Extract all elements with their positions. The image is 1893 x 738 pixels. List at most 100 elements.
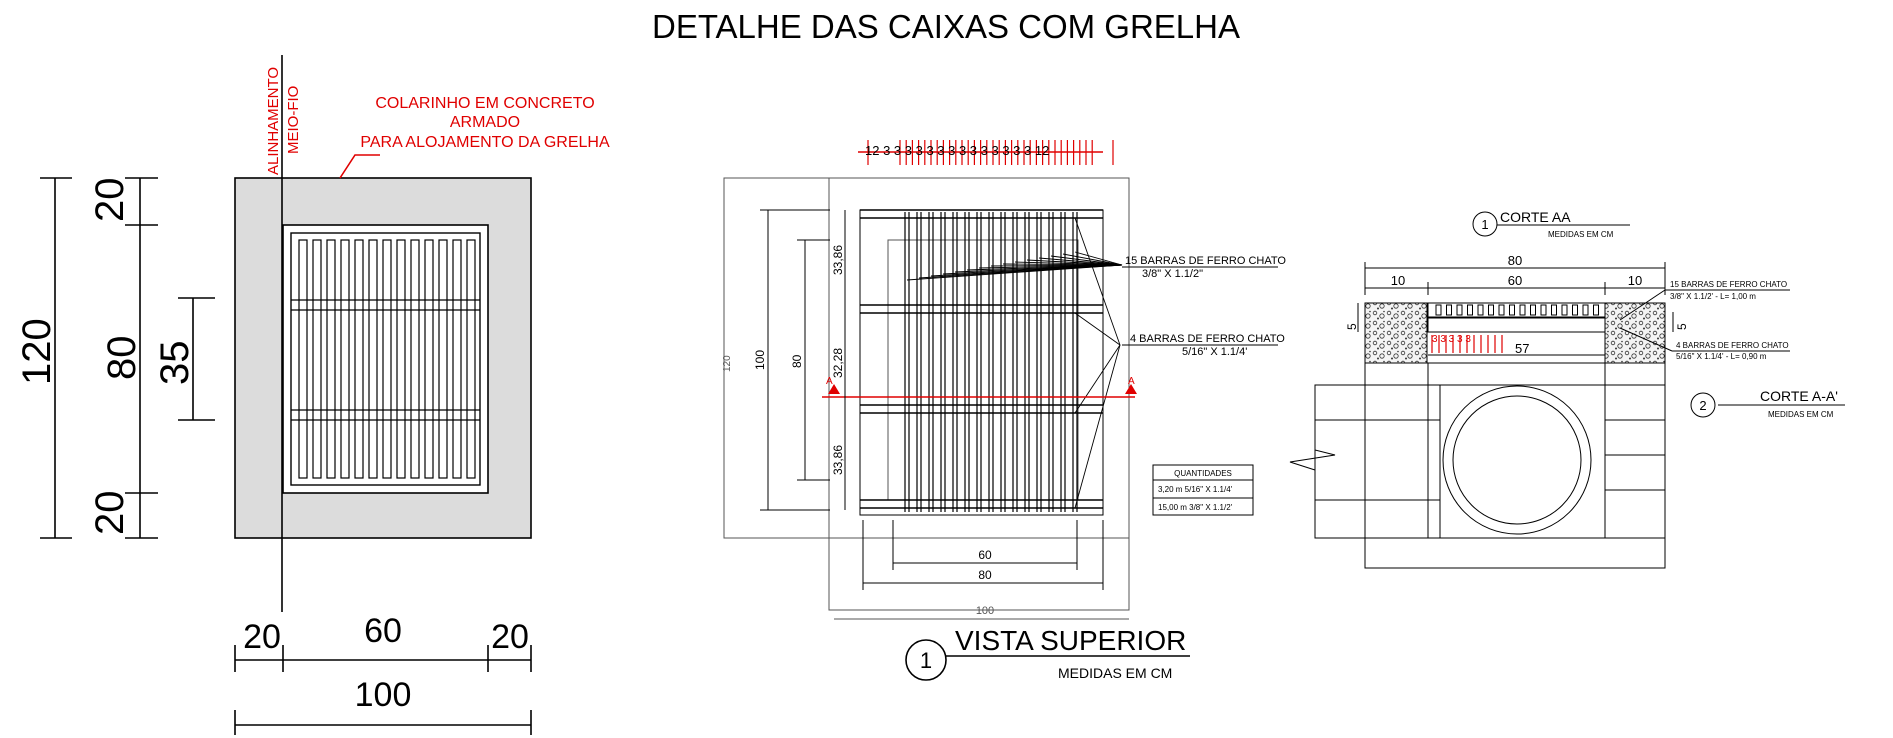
grate-bar [340,239,350,479]
dim-80-vs-bottom: 80 [978,568,992,582]
corte-a-a-prime: 2 CORTE A-A' MEDIDAS EM CM [1289,362,1845,569]
section-bar [1582,304,1589,316]
section-bubble-2-number: 2 [1699,398,1706,413]
corte-aa: 1 CORTE AA MEDIDAS EM CM 80 10 60 10 57 … [1345,209,1790,364]
grate-bar [354,239,364,479]
vista-superior: 12 3 3 3 3 3 3 3 3 3 3 3 3 3 3 12 A A 10… [722,140,1286,681]
collar-note-line3: PARA ALOJAMENTO DA GRELHA [360,134,610,151]
section-bar [1477,304,1484,316]
dim-20-bottom: 20 [88,491,132,536]
section-bar [1488,304,1494,316]
top-spacing-ticks [867,140,1114,165]
dim-h-60: 60 [364,612,402,650]
leader-line [1050,255,1123,266]
section-bar [1530,304,1536,316]
corte-a-a-title: CORTE A-A' [1760,388,1838,404]
table-header: QUANTIDADES [1174,469,1232,478]
corte-a-a-subtitle: MEDIDAS EM CM [1768,410,1834,419]
dim-57-aa: 57 [1515,341,1529,356]
label-15-barras: 15 BARRAS DE FERRO CHATO [1125,255,1286,267]
aa-label-1: 15 BARRAS DE FERRO CHATO [1670,280,1787,289]
leader-line [1026,259,1123,266]
leader-line [1074,251,1123,266]
dim-10-right-aa: 10 [1628,273,1642,288]
section-bubble-2 [1690,392,1716,418]
leader-line [1074,217,1121,346]
leader-line [1074,344,1121,509]
grate-bar [312,239,322,479]
section-bar [1446,304,1452,316]
section-red-ticks [1431,335,1503,353]
dim-120: 120 [15,318,59,385]
label-4-barras: 4 BARRAS DE FERRO CHATO [1130,333,1285,345]
aa-spacing-text: 3 3 3 3 3 [1432,334,1471,345]
view-bubble-1 [905,639,947,681]
dim-3386-top: 33,86 [831,245,845,275]
table-row-2: 15,00 m 3/8" X 1.1/2' [1158,503,1233,512]
vista-superior-title: VISTA SUPERIOR [955,625,1186,656]
vista-superior-subtitle: MEDIDAS EM CM [1058,665,1172,681]
view-bubble-1-number: 1 [920,648,932,673]
cut-mark-a: A [826,376,833,387]
grate-frame [290,232,481,486]
grate-bar [298,239,308,479]
dim-35: 35 [153,341,197,386]
grate-flat-bars [904,212,1078,512]
section-bar [1572,304,1578,316]
dim-60-vs: 60 [978,548,992,562]
dim-20-top: 20 [88,178,132,223]
leader-line [1074,312,1121,346]
dim-h-100: 100 [355,676,412,714]
dim-5-left-aa: 5 [1345,323,1359,330]
bar-leader-lines [906,217,1123,509]
label-4-barras-spec: 5/16" X 1.1/4' [1182,346,1247,358]
left-detail: ALINHAMENTO MEIO-FIO COLARINHO EM CONCRE… [15,55,610,735]
dim-100-vs: 100 [753,350,767,370]
pipe-inner [1452,395,1582,525]
leader-line [1038,257,1123,266]
grate-bar [424,239,434,479]
grate-bar [452,239,462,479]
grate-bar [382,239,392,479]
grate-bar [410,239,420,479]
collar-note-leader [339,154,380,179]
section-bar [1509,304,1515,316]
collar-note-line2: ARMADO [450,114,520,131]
section-bubble-1 [1472,211,1498,237]
section-bar [1540,304,1547,316]
section-bubble-1-number: 1 [1481,217,1488,232]
grate-bar [438,239,448,479]
table-row-1: 3,20 m 5/16" X 1.1/4' [1158,485,1233,494]
dim-10-left-aa: 10 [1391,273,1405,288]
dim-60-aa: 60 [1508,273,1522,288]
dim-5-right-aa: 5 [1675,323,1689,330]
section-bar [1561,304,1568,316]
grate-bar [368,239,378,479]
aa-label-2-spec: 5/16" X 1.1/4' - L= 0,90 m [1676,352,1767,361]
section-bar [1498,304,1505,316]
leader-line [1062,253,1123,266]
corte-aa-title: CORTE AA [1500,209,1571,225]
section-bar [1467,304,1473,316]
dim-120-vs: 120 [722,355,733,372]
grate-bar [326,239,336,479]
dim-3386-bottom: 33,86 [831,445,845,475]
cut-mark-a-prime: A [1128,376,1135,387]
alinhamento-label: ALINHAMENTO [265,67,282,175]
dim-3228: 32,28 [831,348,845,378]
dim-80-aa: 80 [1508,253,1522,268]
section-bar [1593,304,1599,316]
section-bar [1435,304,1442,316]
leader-line [1074,344,1121,414]
grate-bars [291,239,480,479]
aa-label-1-spec: 3/8" X 1.1/2' - L= 1,00 m [1670,292,1756,301]
label-15-barras-spec: 3/8" X 1.1/2" [1142,268,1203,280]
collar-note-line1: COLARINHO EM CONCRETO [375,95,594,112]
main-title: DETALHE DAS CAIXAS COM GRELHA [652,8,1240,45]
dim-80-vs: 80 [790,354,804,368]
dim-h-20-left: 20 [243,618,281,656]
section-bar [1551,304,1557,316]
meio-fio-label: MEIO-FIO [285,86,302,154]
dim-100-vs-bottom: 100 [976,605,994,617]
